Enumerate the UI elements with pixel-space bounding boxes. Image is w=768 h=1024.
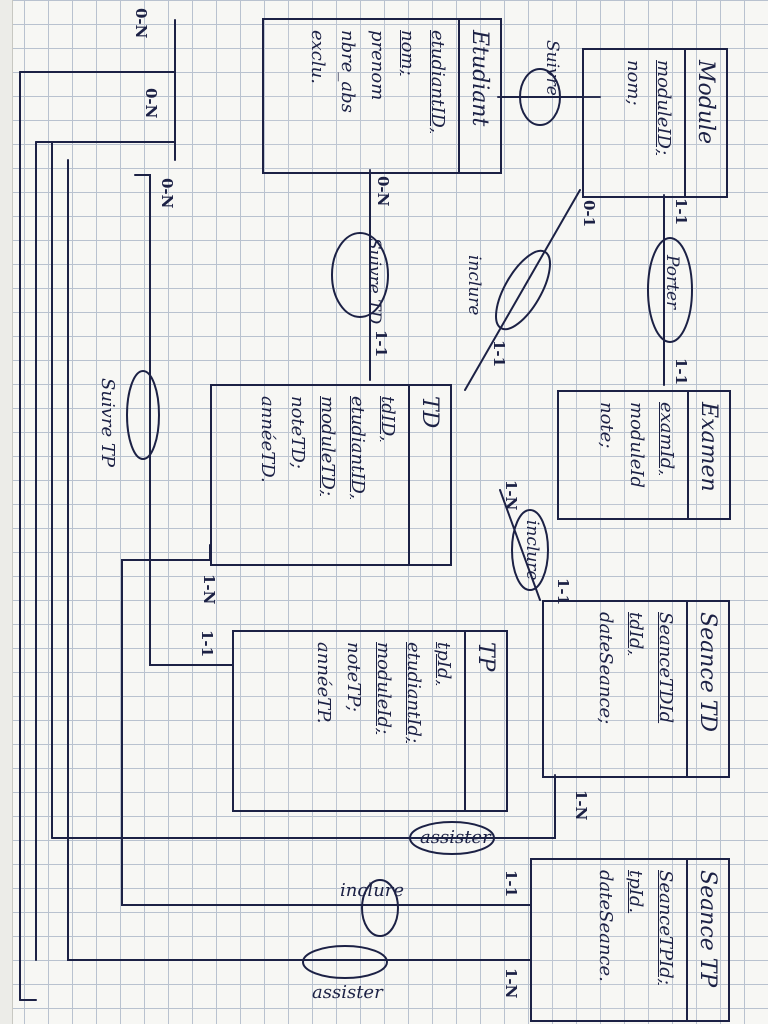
rel-shape-assister-td xyxy=(409,821,495,855)
entity-attr: moduleTD; xyxy=(317,396,338,496)
entity-title: Module xyxy=(684,50,726,196)
relation-suivre-tp: Suivre TP xyxy=(97,378,118,467)
rel-shape-assister-tp xyxy=(302,945,388,979)
link-rail-f xyxy=(67,159,531,961)
relation-assister-tp: assister xyxy=(312,982,383,1003)
entity-attr: annéeTD. xyxy=(257,396,278,483)
cardinality-label: 1-1 xyxy=(554,578,572,606)
rel-shape-suivre-td xyxy=(331,232,389,318)
cardinality-label: 1-1 xyxy=(490,340,508,368)
entity-title: Seance TP xyxy=(686,860,728,1020)
entity-attr: etudiantID, xyxy=(427,30,448,133)
rel-shape-inclure-stp xyxy=(361,879,399,937)
rel-shape-suivre-tp xyxy=(126,370,160,460)
entity-attr: note; xyxy=(596,402,617,449)
entity-etudiant: Etudiant etudiantID, nom; prenom nbre_ab… xyxy=(262,18,502,174)
entity-title: Etudiant xyxy=(458,20,500,172)
cardinality-label: 1-N xyxy=(572,790,590,821)
entity-attr: SeanceTDId xyxy=(655,612,676,724)
cardinality-label: 1-1 xyxy=(198,630,216,658)
link-seancetd-assister xyxy=(51,774,556,839)
entity-attr: moduleID; xyxy=(653,60,674,156)
cardinality-label: 0-N xyxy=(142,88,160,119)
entity-tp: TP tpId, etudiantId; moduleId; noteTP; a… xyxy=(232,630,508,812)
cardinality-label: 1-N xyxy=(502,480,520,511)
relation-suivre: Suivre xyxy=(542,40,562,96)
entity-examen: Examen examId, moduleId note; xyxy=(557,390,731,520)
cardinality-label: 1-N xyxy=(502,968,520,999)
link-etudiant-suivretp xyxy=(134,174,233,666)
link-td-seancetp-inclure xyxy=(121,559,531,906)
link-module-inclure-td xyxy=(464,189,581,391)
entity-attr: nom; xyxy=(397,30,418,76)
entity-attr: dateSeance. xyxy=(595,870,616,982)
entity-td: TD tdID, etudiantID, moduleTD; noteTD; a… xyxy=(210,384,452,566)
entity-attr: dateSeance; xyxy=(595,612,616,725)
entity-title: TP xyxy=(464,632,506,810)
entity-title: TD xyxy=(408,386,450,564)
cardinality-label: 0-N xyxy=(132,8,150,39)
entity-title: Examen xyxy=(687,392,729,518)
entity-seance-tp: Seance TP SeanceTPId; tpId. dateSeance. xyxy=(530,858,730,1022)
cardinality-label: 1-N xyxy=(200,574,218,605)
entity-attr: examId, xyxy=(656,402,677,475)
relation-suivre-td: Suivre TD xyxy=(364,238,384,325)
entity-attr: nbre_abs xyxy=(337,30,358,113)
entity-attr: tpId, xyxy=(433,642,454,686)
relation-inclure-td: inclure xyxy=(464,255,484,316)
relation-assister-td: assister xyxy=(420,827,491,848)
cardinality-label: 1-1 xyxy=(672,358,690,386)
entity-attr: noteTP; xyxy=(343,642,364,712)
cardinality-label: 1-1 xyxy=(372,330,390,358)
entity-attr: SeanceTPId; xyxy=(655,870,676,985)
entity-attr: nom; xyxy=(623,60,644,106)
relation-porter: Porter xyxy=(662,255,682,310)
paper-edge xyxy=(0,0,13,1024)
entity-attr: prenom xyxy=(367,30,388,101)
cardinality-label: 1-1 xyxy=(502,870,520,898)
cardinality-label: 0-N xyxy=(374,176,392,207)
entity-attr: etudiantID, xyxy=(347,396,368,499)
cardinality-label: 0-1 xyxy=(580,200,598,228)
entity-attr: moduleId xyxy=(626,402,647,489)
entity-seance-td: Seance TD SeanceTDId tdId, dateSeance; xyxy=(542,600,730,778)
rel-shape-porter xyxy=(647,237,693,343)
entity-attr: tdId, xyxy=(625,612,646,656)
entity-attr: exclu. xyxy=(307,30,328,84)
entity-attr: tpId. xyxy=(625,870,646,914)
entity-attr: annéeTP. xyxy=(313,642,334,724)
entity-attr: etudiantId; xyxy=(403,642,424,744)
rel-shape-inclure-std xyxy=(511,509,549,591)
rel-shape-inclure-td xyxy=(495,249,551,331)
entity-title: Seance TD xyxy=(686,602,728,776)
entity-attr: moduleId; xyxy=(373,642,394,735)
relation-inclure-seance-tp: inclure xyxy=(340,880,405,901)
rel-shape-suivre xyxy=(519,68,561,126)
entity-attr: noteTD; xyxy=(287,396,308,469)
relation-inclure-seance-td: inclure xyxy=(522,520,542,581)
entity-module: Module moduleID; nom; xyxy=(582,48,728,198)
cardinality-label: 1-1 xyxy=(672,198,690,226)
cardinality-label: 0-N xyxy=(158,178,176,209)
entity-attr: tdID, xyxy=(377,396,398,442)
link-td-inclure-seancetd xyxy=(499,489,541,601)
